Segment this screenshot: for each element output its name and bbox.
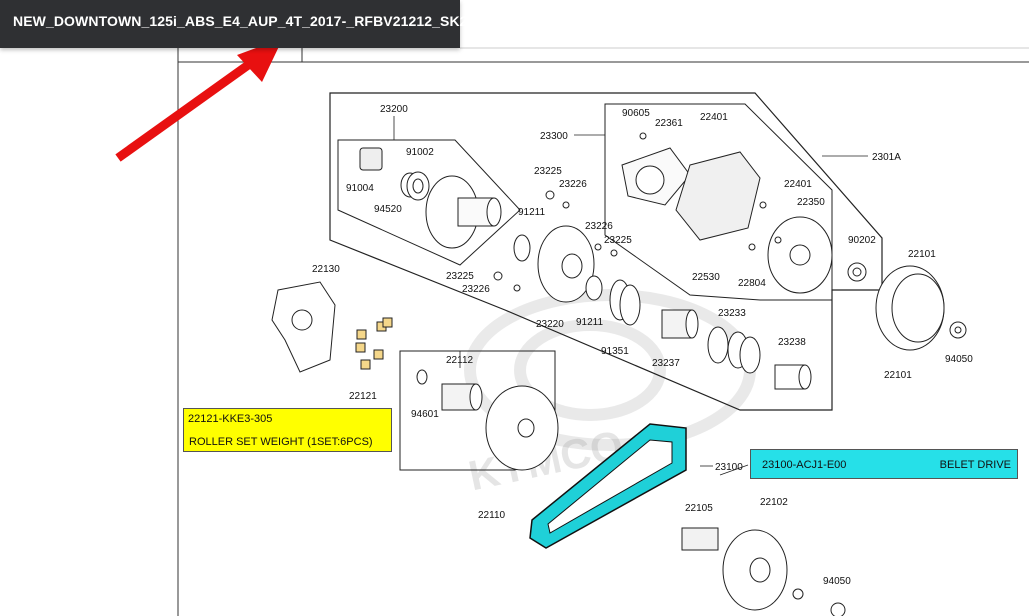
page-frame (177, 47, 1029, 616)
movable-drive-face (416, 369, 559, 471)
label-22804: 22804 (738, 278, 766, 289)
label-94520: 94520 (374, 204, 402, 215)
label-22105: 22105 (685, 503, 713, 514)
label-22110: 22110 (478, 510, 506, 521)
label-90202: 90202 (848, 235, 876, 246)
label-23226-a: 23226 (559, 179, 587, 190)
label-22401-b: 22401 (784, 179, 812, 190)
label-91211-a: 91211 (518, 207, 546, 218)
label-22350: 22350 (797, 197, 825, 208)
label-22102: 22102 (760, 497, 788, 508)
belt-part-code: 23100-ACJ1-E00 (762, 459, 847, 471)
label-90605: 90605 (622, 108, 650, 119)
label-22112: 22112 (446, 355, 474, 366)
leader-lines (393, 116, 868, 476)
label-94050-a: 94050 (945, 354, 973, 365)
label-22130: 22130 (312, 264, 340, 275)
label-94601: 94601 (411, 409, 439, 420)
driven-pulley (681, 527, 846, 616)
label-94050-b: 94050 (823, 576, 851, 587)
label-23238: 23238 (778, 337, 806, 348)
belt-description: BELET DRIVE (939, 459, 1011, 471)
label-23226-c: 23226 (462, 284, 490, 295)
label-91002: 91002 (406, 147, 434, 158)
label-23200: 23200 (380, 104, 408, 115)
label-23233: 23233 (718, 308, 746, 319)
label-91211-b: 91211 (576, 317, 604, 328)
belt-drive-callout: 23100-ACJ1-E00 BELET DRIVE (750, 449, 1018, 479)
clutch-parts (621, 132, 867, 294)
label-91004: 91004 (346, 183, 374, 194)
label-23300: 23300 (540, 131, 568, 142)
label-23237: 23237 (652, 358, 680, 369)
red-arrow-annotation (115, 38, 283, 162)
label-2301A: 2301A (872, 152, 901, 163)
label-22121: 22121 (349, 391, 377, 402)
label-23226-b: 23226 (585, 221, 613, 232)
label-23225-a: 23225 (534, 166, 562, 177)
label-22530: 22530 (692, 272, 720, 283)
label-23220: 23220 (536, 319, 564, 330)
pulley-parts (359, 147, 812, 390)
label-23100: 23100 (715, 462, 743, 473)
label-91351: 91351 (601, 346, 629, 357)
drive-belt-inner (547, 439, 673, 534)
label-22401-a: 22401 (700, 112, 728, 123)
label-23225-b: 23225 (604, 235, 632, 246)
pulley-subassembly-outline (337, 139, 521, 266)
roller-set-callout: 22121-KKE3-305 ROLLER SET WEIGHT (1SET:6… (183, 408, 392, 452)
window-title: NEW_DOWNTOWN_125i_ABS_E4_AUP_4T_2017-_RF… (13, 13, 488, 29)
clutch-subassembly-outline (604, 103, 833, 301)
label-22101-b: 22101 (884, 370, 912, 381)
clutch-assembly-outline (329, 92, 883, 411)
roller-description: ROLLER SET WEIGHT (1SET:6PCS) (189, 436, 373, 448)
label-22361: 22361 (655, 118, 683, 129)
clutch-bell (875, 265, 967, 351)
roller-part-code: 22121-KKE3-305 (188, 413, 273, 425)
label-23225-c: 23225 (446, 271, 474, 282)
label-22101-a: 22101 (908, 249, 936, 260)
window-title-bar: NEW_DOWNTOWN_125i_ABS_E4_AUP_4T_2017-_RF… (0, 0, 487, 48)
ramp-plate (271, 281, 393, 373)
